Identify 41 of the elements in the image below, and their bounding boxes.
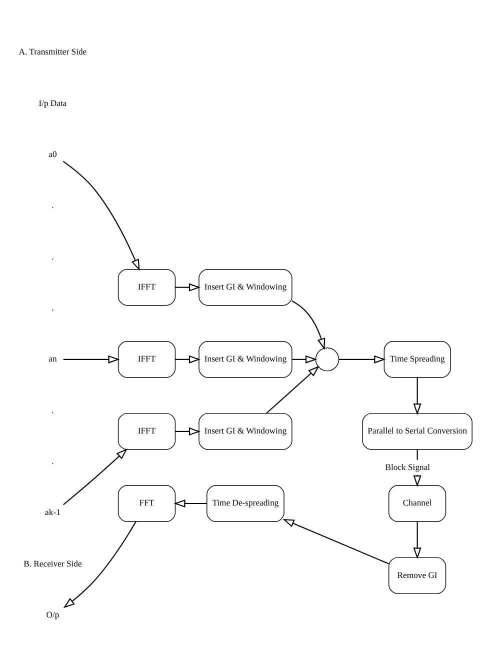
label: . (52, 404, 54, 415)
node-box: Time Spreading (384, 341, 451, 378)
arrow (413, 378, 422, 416)
arrow (63, 355, 120, 364)
node-box: IFFT (118, 341, 176, 378)
label: . (52, 200, 54, 210)
label: . (52, 302, 54, 312)
arrow (338, 355, 386, 364)
arrow (175, 283, 200, 292)
node-box: Parallel to Serial Conversion (362, 413, 472, 450)
node-box: Time De-spreading (206, 485, 284, 522)
node-text: ak-1 (45, 507, 60, 518)
node-box: Insert GI & Windowing (198, 413, 292, 450)
arrow (62, 160, 140, 271)
node-box: IFFT (118, 268, 176, 306)
arrow (175, 355, 200, 364)
arrow (292, 300, 326, 350)
edge-label: Block Signal (385, 462, 430, 472)
arrow (292, 355, 318, 364)
node-box: IFFT (118, 413, 176, 450)
arrow (62, 448, 128, 506)
node-box: FFT (118, 485, 176, 522)
node-text: O/p (46, 609, 60, 620)
label: . (52, 456, 54, 466)
arrow (174, 499, 207, 508)
node-box: Insert GI & Windowing (198, 268, 292, 306)
node-box: Insert GI & Windowing (198, 341, 292, 378)
arrow (63, 521, 136, 608)
label: A. Transmitter Side (18, 46, 87, 57)
label: I/p Data (38, 98, 67, 108)
node-circle (315, 348, 340, 372)
node-box: Channel (388, 485, 446, 522)
node-text: an (48, 354, 57, 364)
label: B. Receiver Side (24, 558, 82, 568)
label: . (52, 251, 54, 262)
node-text: a0 (48, 149, 57, 159)
node-box: Remove GI (388, 557, 446, 594)
arrow (413, 522, 422, 560)
arrow (175, 427, 200, 436)
arrow (282, 518, 389, 564)
arrow (266, 366, 320, 414)
